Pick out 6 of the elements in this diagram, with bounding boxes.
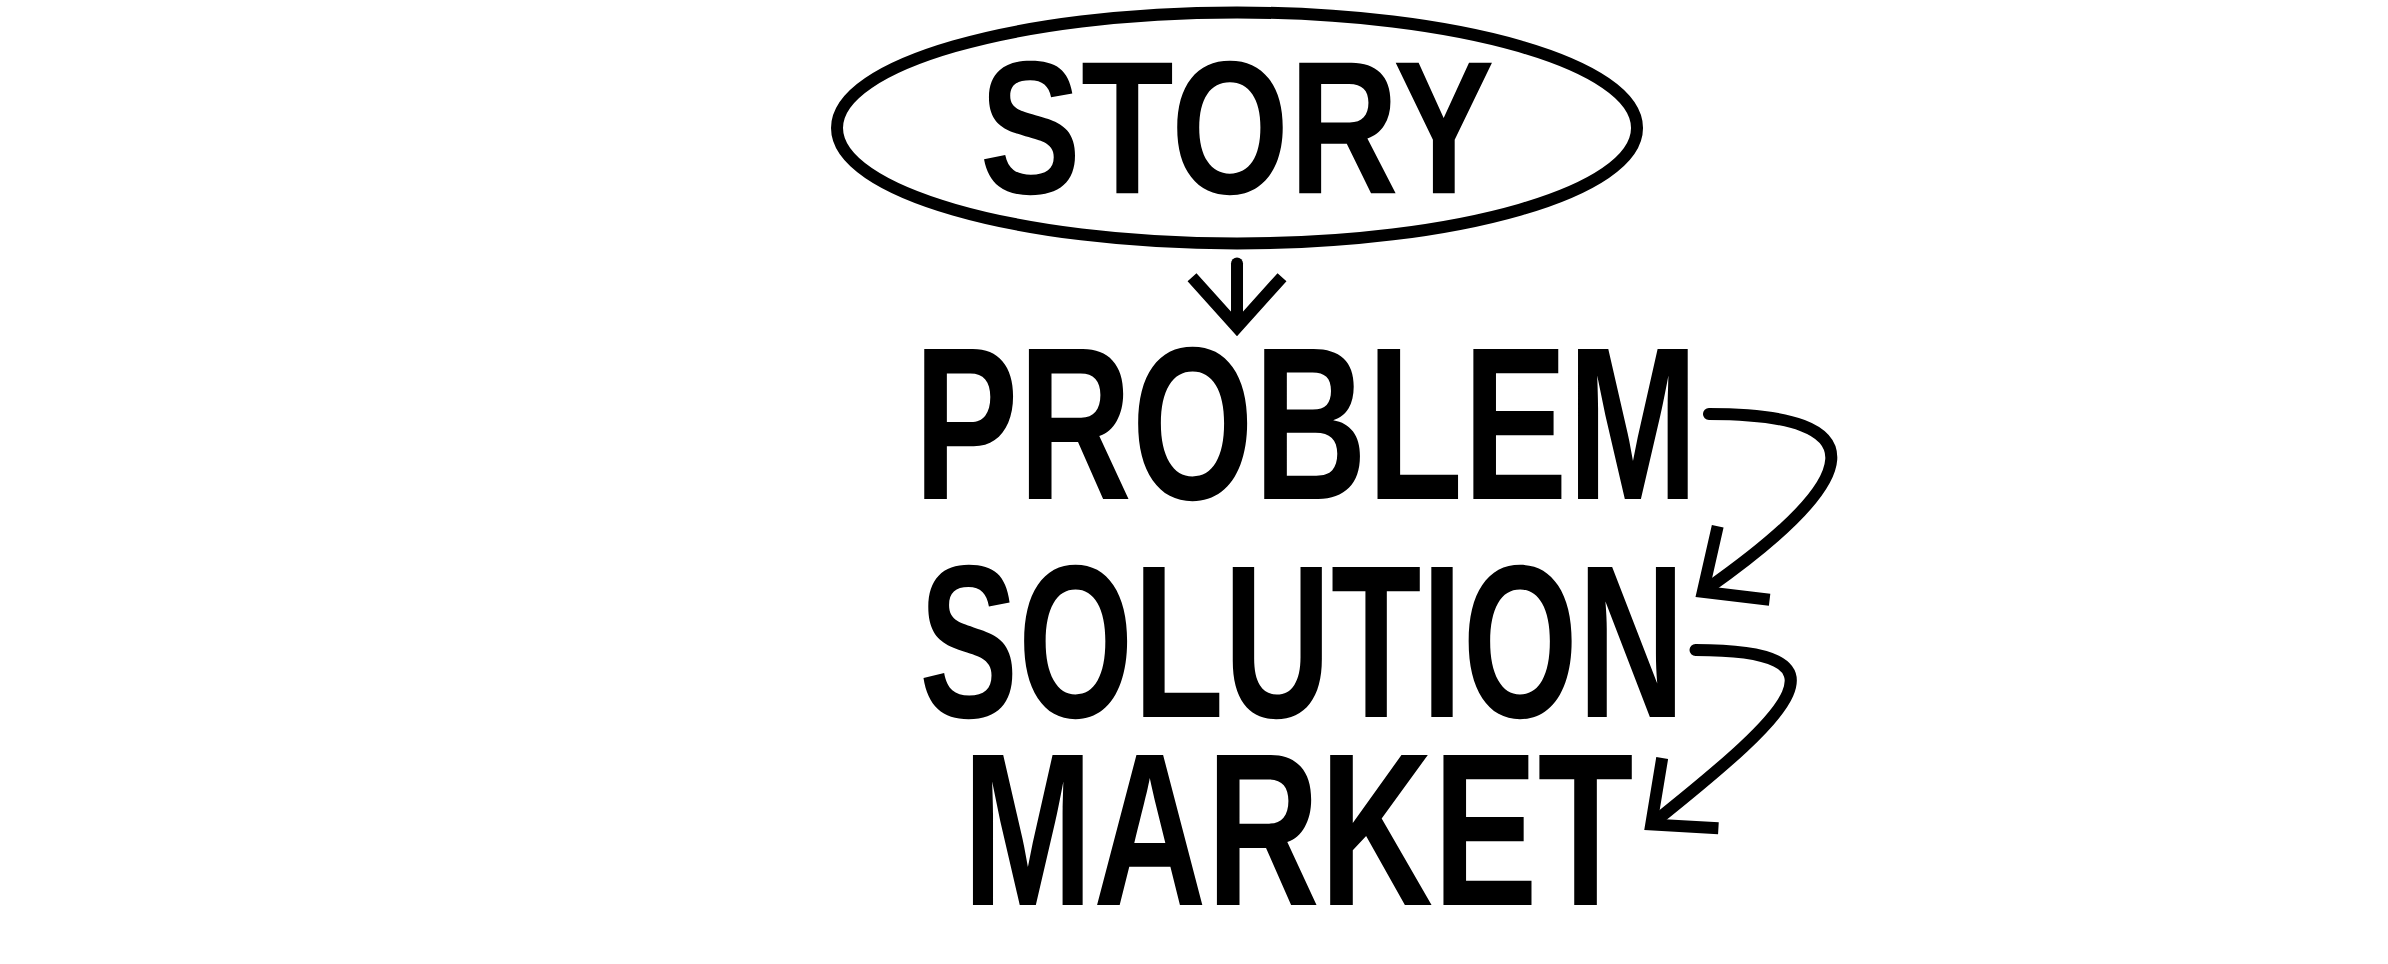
word-label: SOLUTION [923,564,1675,720]
curved-arrow [1695,408,1838,606]
word-label: PROBLEM [924,346,1688,502]
ellipse-node: STORY [831,6,1643,250]
curved-arrow [1644,644,1797,835]
word-label: MARKET [972,755,1632,905]
